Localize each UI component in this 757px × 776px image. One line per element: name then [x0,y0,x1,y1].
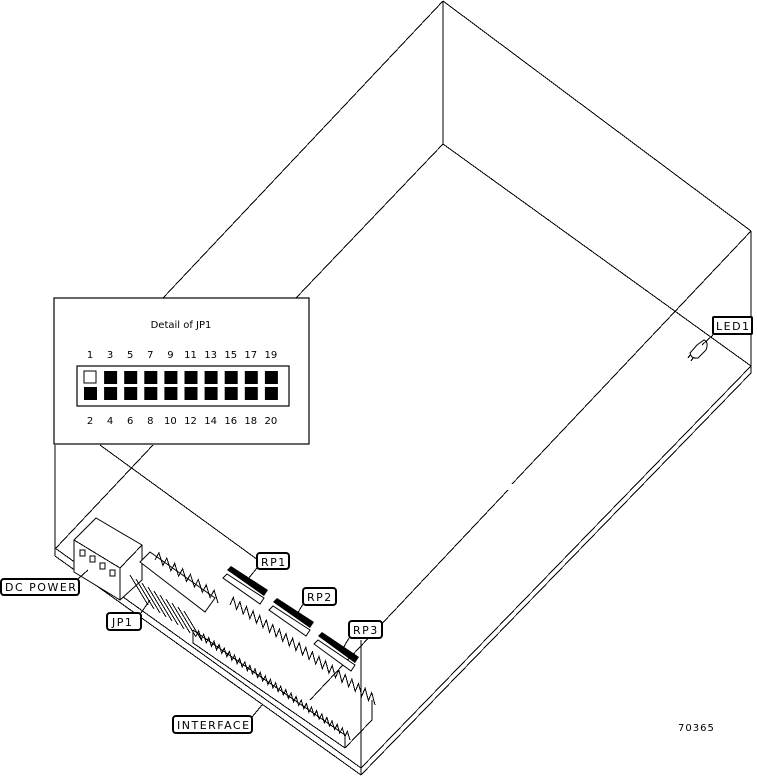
jumper-pin-filled [124,371,138,384]
jumper-pin-filled [144,371,158,384]
jumper-pin-filled [244,371,258,384]
housing-front-edge-a [511,230,752,485]
jp1-header [139,551,216,613]
jp1-pin [183,610,203,642]
board-back-edge [442,143,752,367]
callout-dc-power: DC POWER [0,578,80,596]
interface-connector [192,629,373,749]
pin-number-bottom: 14 [204,416,217,427]
pin-number-bottom: 20 [265,416,278,427]
callout-dc-power-text: DC POWER [5,581,77,594]
pin-number-top: 5 [127,350,133,361]
pin-number-top: 11 [184,350,197,361]
jumper-pin-filled [164,371,178,384]
pin-number-top: 9 [167,350,173,361]
pin-number-top: 19 [265,350,278,361]
jumper-pin-filled [84,387,97,400]
header-pins-middle [229,595,376,706]
pin-number-top: 13 [204,350,217,361]
housing-front-edge-b [309,489,509,701]
jumper-pin-open [83,370,97,384]
board-left-edge-a [295,143,444,299]
leader-lines [77,334,714,718]
jumper-pin-filled [264,387,278,400]
pin-number-bottom: 2 [87,416,93,427]
callout-jp1-text: JP1 [111,616,133,629]
pin-number-bottom: 12 [184,416,197,427]
resistor-pack-rp2 [268,598,314,637]
pin-number-top: 1 [87,350,93,361]
connector-pins [129,551,376,741]
board-left-edge-b [55,444,154,549]
jumper-pin-filled [124,387,138,400]
jumper-pin-filled [164,387,178,400]
callout-jp1: JP1 [106,612,142,631]
jp1-pin [135,578,155,610]
jumper-pin-filled [184,387,198,400]
pin-number-bottom: 4 [107,416,113,427]
pin-number-bottom: 8 [147,416,153,427]
jumper-pin-filled [244,387,258,400]
jumper-pin-filled [224,371,238,384]
callout-rp2-text: RP2 [307,591,333,604]
callout-led1: LED1 [712,316,753,335]
callout-interface: INTERFACE [172,715,253,734]
header-pins-upper [154,551,219,604]
jumper-pin-filled [184,371,198,384]
resistor-pack-rp3 [313,632,359,672]
callout-interface-text: INTERFACE [177,719,251,732]
jp1-pin [147,586,167,618]
pin-number-top: 17 [244,350,257,361]
jumper-pin-filled [204,387,218,400]
dc-power-connector [73,517,143,601]
figure-reference-number: 70365 [678,723,715,734]
callout-rp1-text: RP1 [261,556,287,569]
jp1-pin [153,590,173,622]
pin-number-bottom: 10 [164,416,177,427]
board-right-front-edge-2 [360,372,752,776]
jp1-detail-title: Detail of JP1 [151,320,212,331]
pin-number-top: 3 [107,350,113,361]
housing-top-right-edge [442,0,752,232]
resistor-pack-rp1 [222,566,268,605]
board-front-bottom-2 [54,555,362,776]
callout-rp3-text: RP3 [353,624,379,637]
jumper-pin-filled [264,371,278,384]
pin-number-top: 15 [224,350,237,361]
housing-inner-diagonal [99,444,259,561]
jp1-pin [141,582,161,614]
pin-number-bottom: 16 [224,416,237,427]
jp1-pin [129,574,149,606]
interface-pins [195,629,351,741]
jumper-pin-filled [104,387,118,400]
callout-rp3: RP3 [348,620,383,639]
jp1-pin [171,602,191,634]
jumper-pin-filled [104,371,118,384]
jumper-pin-filled [144,387,158,400]
housing-top-left-edge [162,0,444,299]
jp1-pin [165,598,185,630]
callout-led1-text: LED1 [716,320,751,333]
jumper-pin-filled [224,387,238,400]
jumper-pin-filled [204,371,218,384]
board-right-front-edge [360,365,752,769]
pin-number-bottom: 18 [244,416,257,427]
callout-rp2: RP2 [302,587,337,606]
jp1-pin [159,594,179,626]
pin-number-top: 7 [147,350,153,361]
callout-rp1: RP1 [256,552,290,570]
pin-number-bottom: 6 [127,416,133,427]
